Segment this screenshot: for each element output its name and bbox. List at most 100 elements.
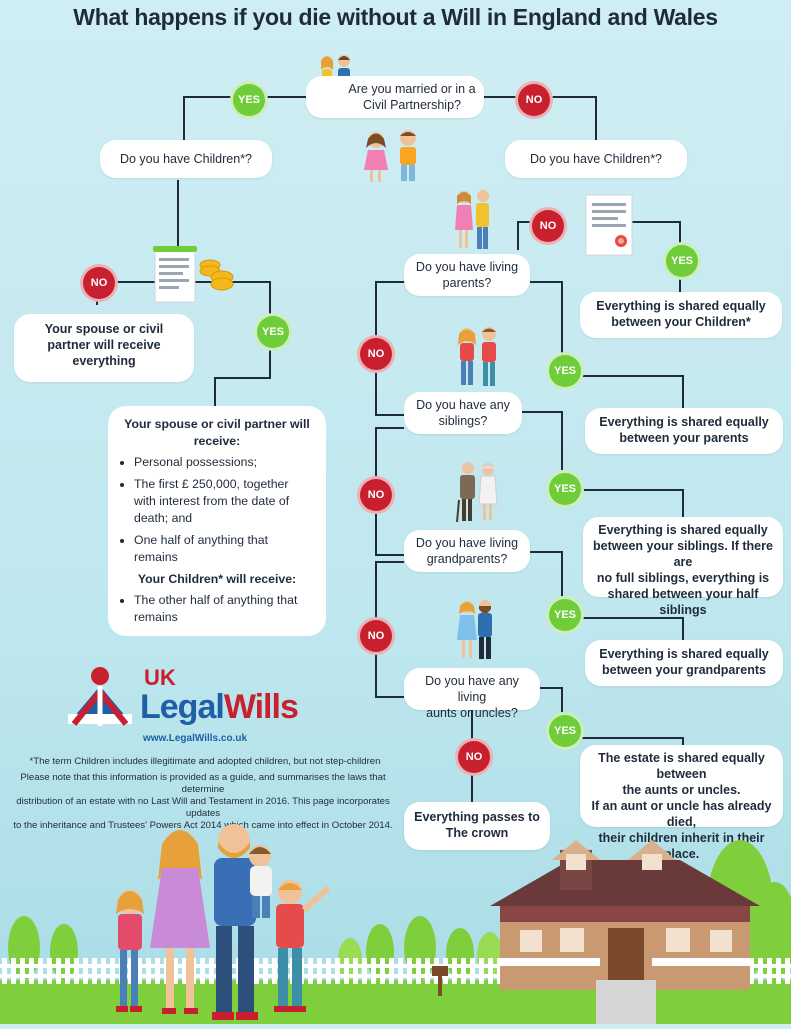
- footnote: *The term Children includes illegitimate…: [29, 756, 381, 767]
- fence-picket: [173, 958, 178, 984]
- no-badge: NO: [455, 738, 493, 776]
- fence-picket: [254, 958, 259, 984]
- disclaimer: Please note that this information is pro…: [13, 772, 393, 831]
- fence-picket: [65, 958, 70, 984]
- children-icon: [362, 128, 426, 188]
- yes-badge: YES: [230, 81, 268, 119]
- fence-picket: [101, 958, 106, 984]
- fence-picket: [11, 958, 16, 984]
- yes-badge: YES: [546, 352, 584, 390]
- fence-picket: [362, 958, 367, 984]
- page-title: What happens if you die without a Will i…: [73, 4, 718, 30]
- document-icon: [153, 246, 198, 306]
- yes-badge: YES: [546, 470, 584, 508]
- legalwills-logo-icon: [60, 664, 140, 736]
- fence-picket: [461, 958, 466, 984]
- children-receive-heading: Your Children* will receive:: [137, 572, 297, 586]
- fence-picket: [470, 958, 475, 984]
- fence-picket: [335, 958, 340, 984]
- aunts-uncles-icon: [456, 598, 496, 664]
- landscape-scene: [0, 840, 791, 1024]
- spouse-receive-result: Your spouse or civil partner will receiv…: [108, 406, 326, 636]
- fence-picket: [155, 958, 160, 984]
- fence-picket: [272, 958, 277, 984]
- certificate-icon: [584, 193, 634, 257]
- fence-picket: [407, 958, 412, 984]
- fence-picket: [92, 958, 97, 984]
- fence-picket: [389, 958, 394, 984]
- fence-picket: [758, 958, 763, 984]
- logo-legal-text: Legal: [140, 688, 225, 726]
- fence-picket: [317, 958, 322, 984]
- fence-picket: [137, 958, 142, 984]
- fence-picket: [209, 958, 214, 984]
- logo-wordmark: LegalWills: [140, 688, 299, 727]
- yes-badge: YES: [546, 712, 584, 750]
- siblings-icon: [454, 325, 504, 391]
- fence-picket: [425, 958, 430, 984]
- fence-picket: [776, 958, 781, 984]
- fence-picket: [452, 958, 457, 984]
- fence-picket: [83, 958, 88, 984]
- fence-picket: [344, 958, 349, 984]
- list-item: The other half of anything that remains: [134, 592, 312, 626]
- logo-uk-text: UK: [144, 665, 176, 690]
- fence-picket: [785, 958, 790, 984]
- fence-picket: [416, 958, 421, 984]
- children-question-right: Do you have Children*?: [505, 140, 687, 178]
- fence-picket: [29, 958, 34, 984]
- no-badge: NO: [357, 617, 395, 655]
- children-question-left: Do you have Children*?: [100, 140, 272, 178]
- fence-picket: [182, 958, 187, 984]
- logo-url[interactable]: www.LegalWills.co.uk: [143, 733, 248, 744]
- fence-picket: [56, 958, 61, 984]
- fence-picket: [38, 958, 43, 984]
- no-badge: NO: [515, 81, 553, 119]
- no-badge: NO: [80, 264, 118, 302]
- fence-picket: [263, 958, 268, 984]
- fence-picket: [20, 958, 25, 984]
- list-item: Personal possessions;: [134, 454, 312, 471]
- family-illustration: [100, 818, 335, 1024]
- spouse-receive-heading: Your spouse or civil partner will receiv…: [124, 417, 310, 448]
- fence-picket: [110, 958, 115, 984]
- fence-picket: [353, 958, 358, 984]
- fence-picket: [2, 958, 7, 984]
- list-item: The first £ 250,000, together with inter…: [134, 476, 312, 527]
- yes-badge: YES: [663, 242, 701, 280]
- fence-picket: [488, 958, 493, 984]
- fence-picket: [380, 958, 385, 984]
- list-item: One half of anything that remains: [134, 532, 312, 566]
- fence-picket: [497, 958, 502, 984]
- no-badge: NO: [357, 335, 395, 373]
- no-badge: NO: [529, 207, 567, 245]
- fence-picket: [200, 958, 205, 984]
- yes-badge: YES: [254, 313, 292, 351]
- fence-picket: [74, 958, 79, 984]
- fence-picket: [371, 958, 376, 984]
- fence-picket: [326, 958, 331, 984]
- fence-picket: [47, 958, 52, 984]
- grandparents-icon: [456, 460, 500, 526]
- parents-icon: [452, 188, 496, 254]
- fence-picket: [479, 958, 484, 984]
- fence-picket: [767, 958, 772, 984]
- fence-picket: [308, 958, 313, 984]
- yes-badge: YES: [546, 596, 584, 634]
- fence-picket: [146, 958, 151, 984]
- fence-picket: [749, 958, 754, 984]
- no-badge: NO: [357, 476, 395, 514]
- fence-picket: [398, 958, 403, 984]
- logo-wills-text: Wills: [223, 688, 299, 726]
